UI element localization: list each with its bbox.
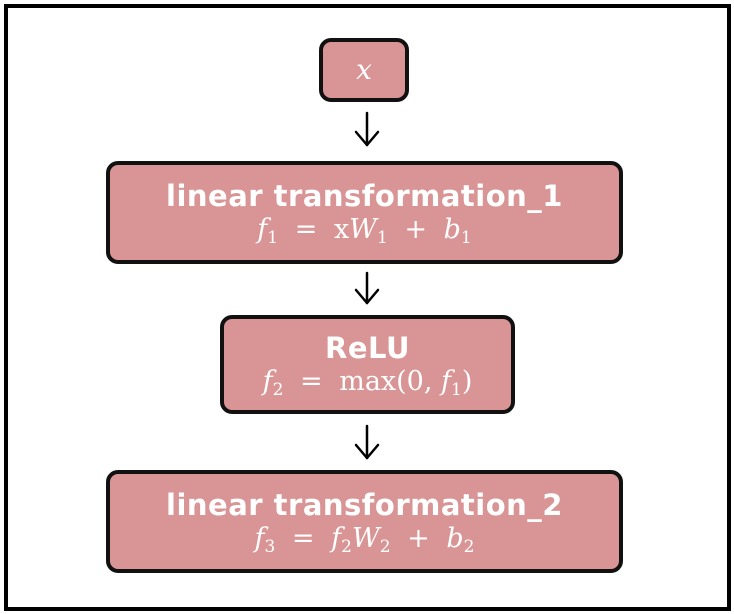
relu-title: ReLU (325, 330, 410, 365)
linear1-formula: f1 = xW1 + b1 (257, 213, 472, 248)
linear2-title: linear transformation_2 (166, 487, 563, 522)
relu-formula: f2 = max(0, f1) (262, 365, 473, 400)
input-node-x: x (319, 38, 409, 102)
relu-node: ReLU f2 = max(0, f1) (220, 315, 515, 414)
linear-transformation-2-node: linear transformation_2 f3 = f2W2 + b2 (106, 470, 623, 573)
input-formula: x (356, 53, 372, 86)
linear2-formula: f3 = f2W2 + b2 (254, 522, 475, 557)
linear1-title: linear transformation_1 (166, 178, 563, 213)
linear-transformation-1-node: linear transformation_1 f1 = xW1 + b1 (106, 161, 623, 264)
